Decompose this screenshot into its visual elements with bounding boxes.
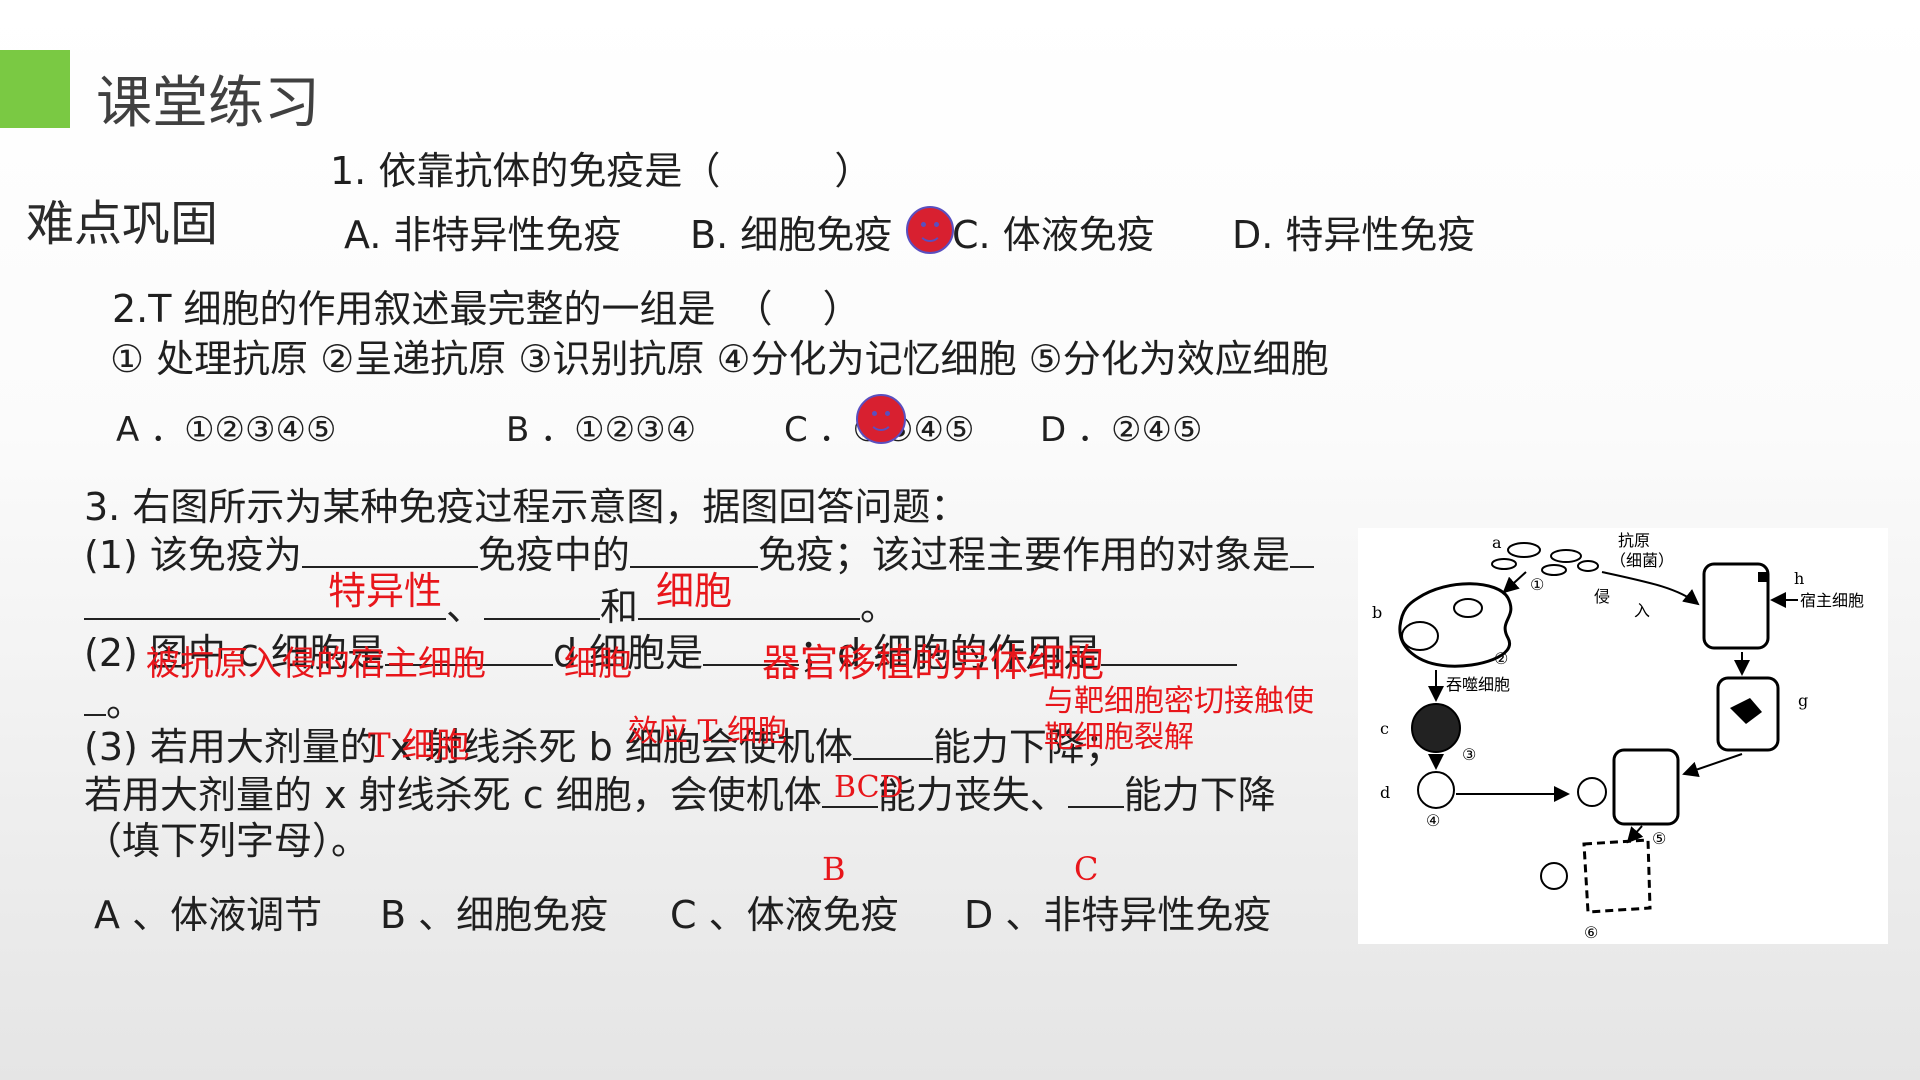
q3-part2-d: 。	[106, 681, 145, 725]
q3-line4: 。	[84, 672, 144, 727]
diagram-label-d: d	[1380, 783, 1390, 802]
blank	[484, 584, 601, 620]
blank	[1067, 772, 1124, 808]
phagocyte-cell	[1398, 582, 1513, 668]
q3-option-a: A 、体液调节	[94, 893, 323, 937]
blank	[1289, 532, 1314, 568]
q3-part4-a: 若用大剂量的 x 射线杀死 c 细胞，会使机体	[84, 773, 822, 817]
q3-part3-a: (3) 若用大剂量的 x 射线杀死 b 细胞会使机体	[84, 725, 853, 769]
diagram-label-b: b	[1372, 603, 1382, 622]
q3-option-d: D 、非特异性免疫	[964, 893, 1272, 937]
q3-option-b: B 、细胞免疫	[380, 893, 609, 937]
answer-effector-t: 效应 T 细胞	[628, 714, 788, 749]
diagram-label-g: g	[1798, 691, 1808, 710]
q3-line5: (3) 若用大剂量的 x 射线杀死 b 细胞会使机体 能力下降；	[84, 716, 1123, 771]
diagram-label-2: ②	[1494, 649, 1508, 668]
q1-option-a: A. 非特异性免疫	[344, 213, 622, 257]
bacteria-shapes	[1491, 542, 1599, 576]
blank	[852, 724, 933, 760]
q3-part4-b: 能力丧失、	[877, 773, 1068, 817]
answer-host-cell: 被抗原入侵的宿主细胞	[146, 644, 486, 684]
q3-part1-a: (1) 该免疫为	[84, 533, 302, 577]
diagram-drawing: a 抗原 （细菌） b ① 侵 入 h 宿主细胞 ② 吞噬细胞 c ③ g d …	[1372, 531, 1864, 942]
blank	[84, 584, 446, 620]
answer-lysis: 靶细胞裂解	[1044, 720, 1194, 755]
q3-line7: （填下列字母）。	[84, 819, 370, 863]
q3-line1: (1) 该免疫为 免疫中的 免疫；该过程主要作用的对象是	[84, 524, 1314, 579]
diagram-label-4: ④	[1426, 811, 1440, 830]
smiley-icon	[906, 206, 954, 254]
diagram-label-invade-2: 入	[1634, 601, 1650, 620]
q1-option-b: B. 细胞免疫	[690, 213, 893, 257]
cell-c	[1411, 703, 1461, 753]
diagram-label-phagocyte: 吞噬细胞	[1446, 675, 1510, 694]
section-label: 难点巩固	[26, 196, 219, 252]
q3-line6: 若用大剂量的 x 射线杀死 c 细胞，会使机体 能力丧失、 能力下降	[84, 764, 1276, 819]
q3-line3: (2) 图中 c 细胞是 d 细胞是 ；d 细胞的作用是	[84, 622, 1238, 677]
answer-b: B	[822, 850, 846, 888]
q3-part2-c: ；d 细胞的作用是	[799, 631, 1102, 675]
q3-part1-d: 、	[446, 585, 485, 629]
diagram-label-5: ⑤	[1652, 829, 1666, 848]
answer-bcd: BCD	[834, 770, 904, 805]
q3-part1-c: 免疫；该过程主要作用的对象是	[757, 533, 1290, 577]
q3-part1-b: 免疫中的	[477, 533, 630, 577]
diagram-label-invade-1: 侵	[1594, 587, 1610, 606]
blank	[629, 532, 758, 568]
q2-option-d: D ．②④⑤	[1040, 410, 1203, 450]
infected-cell	[1716, 676, 1780, 752]
q2-option-b: B ．①②③④	[506, 410, 697, 450]
q2-option-a: A ．①②③④⑤	[116, 410, 337, 450]
diagram-label-3: ③	[1462, 745, 1476, 764]
blank	[301, 532, 478, 568]
q3-line2: 、 和 。	[84, 576, 898, 631]
answer-t-cell: T 细胞	[368, 726, 470, 766]
answer-c: C	[1074, 850, 1099, 888]
q3-option-c: C 、体液免疫	[670, 893, 899, 937]
diagram-label-c: c	[1380, 719, 1389, 738]
diagram-label-1: ①	[1530, 575, 1544, 594]
header-accent-bar	[0, 50, 70, 128]
q3-part1-e: 和	[600, 585, 639, 629]
q3-part3-b: 能力下降；	[932, 725, 1123, 769]
answer-cell: 细胞	[656, 569, 733, 613]
lysed-cell	[1582, 838, 1652, 914]
diagram-label-6: ⑥	[1584, 923, 1598, 942]
q2-items: ① 处理抗原 ②呈递抗原 ③识别抗原 ④分化为记忆细胞 ⑤分化为效应细胞	[110, 337, 1329, 381]
diagram-label-bacteria: （细菌）	[1610, 551, 1674, 570]
answer-d-cell: 细胞	[564, 644, 632, 684]
answer-specific: 特异性	[328, 569, 443, 613]
smiley-icon	[856, 394, 906, 444]
q3-part1-f: 。	[860, 585, 899, 629]
immune-diagram: a 抗原 （细菌） b ① 侵 入 h 宿主细胞 ② 吞噬细胞 c ③ g d …	[1358, 528, 1888, 944]
host-cell	[1702, 562, 1770, 650]
q1-option-c: C. 体液免疫	[952, 213, 1155, 257]
diagram-label-antigen: 抗原	[1618, 531, 1650, 550]
answer-contact: 与靶细胞密切接触使	[1044, 684, 1314, 719]
q3-part2-b: d 细胞是	[552, 631, 704, 675]
q2-stem: 2.T 细胞的作用叙述最完整的一组是 （ ）	[112, 287, 861, 331]
blank	[821, 772, 878, 808]
q3-part4-c: 能力下降	[1123, 773, 1276, 817]
q1-stem: 1. 依靠抗体的免疫是（ ）	[330, 149, 873, 193]
target-cell	[1612, 748, 1680, 826]
blank	[703, 630, 800, 666]
cell-d	[1417, 771, 1455, 809]
q3-stem: 3. 右图所示为某种免疫过程示意图，据图回答问题：	[84, 485, 969, 529]
q1-option-d: D. 特异性免疫	[1232, 213, 1476, 257]
diagram-label-h: h	[1794, 569, 1804, 588]
blank	[384, 630, 553, 666]
blank	[638, 584, 861, 620]
blank	[84, 680, 106, 716]
diagram-label-host-cell: 宿主细胞	[1800, 591, 1864, 610]
q3-part2-a: (2) 图中 c 细胞是	[84, 631, 385, 675]
page-title: 课堂练习	[96, 71, 320, 136]
blank	[1101, 630, 1238, 666]
answer-transplant: 器官移植的异体细胞	[762, 641, 1105, 685]
diagram-label-a: a	[1492, 533, 1502, 552]
